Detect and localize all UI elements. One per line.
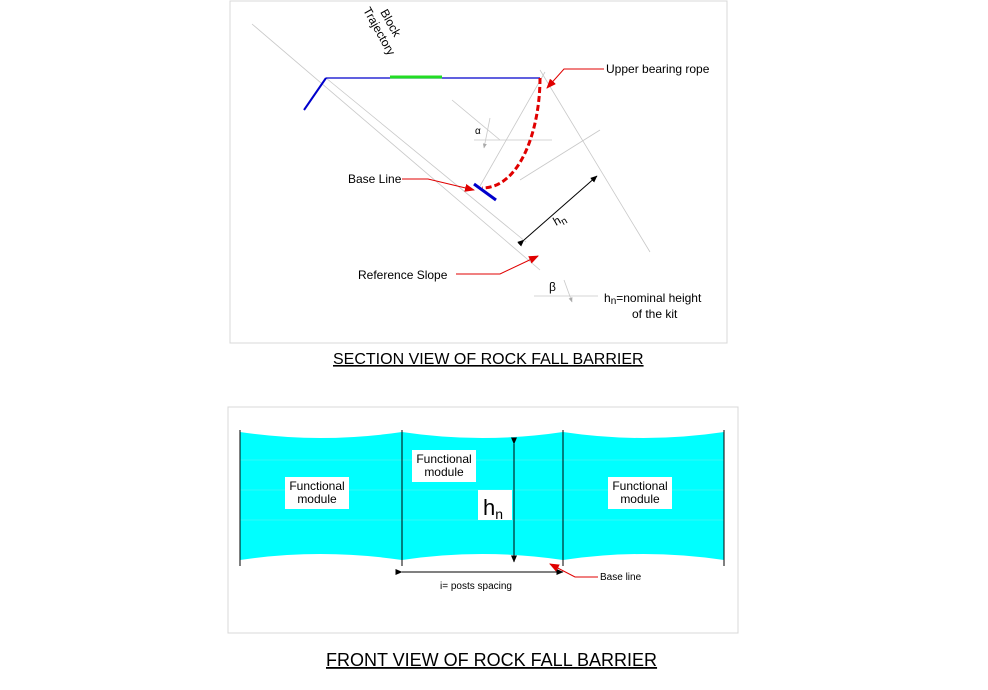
nominal-height-label: hn=nominal height bbox=[604, 291, 702, 307]
trajectory-guide-line bbox=[251, 23, 541, 271]
module-1-line1: Functional bbox=[289, 479, 344, 493]
base-line-label: Base Line bbox=[348, 172, 402, 186]
module-2-line1: Functional bbox=[416, 452, 471, 466]
hn-front-label: hn bbox=[483, 495, 503, 522]
section-view: Block Trajectory Upper bearing rope Base… bbox=[229, 0, 728, 368]
block-trajectory-line bbox=[451, 99, 501, 141]
front-view-title: FRONT VIEW OF ROCK FALL BARRIER bbox=[326, 650, 657, 670]
hn-extension-line bbox=[519, 129, 601, 181]
front-base-line-label: Base line bbox=[600, 572, 642, 583]
upper-rope-label: Upper bearing rope bbox=[606, 62, 710, 76]
section-view-title: SECTION VIEW OF ROCK FALL BARRIER bbox=[333, 351, 644, 368]
posts-spacing-label: i= posts spacing bbox=[440, 581, 512, 592]
module-3-line2: module bbox=[620, 492, 660, 506]
beta-arc bbox=[563, 279, 573, 303]
base-line-marker bbox=[473, 182, 497, 202]
upper-bearing-rope-curve bbox=[481, 77, 542, 190]
hn-dimension-line bbox=[517, 175, 598, 247]
section-view-frame bbox=[229, 0, 728, 344]
reference-slope-label: Reference Slope bbox=[358, 268, 448, 282]
base-line-leader bbox=[402, 178, 475, 192]
nominal-height-label-2: of the kit bbox=[632, 307, 678, 321]
module-2-line2: module bbox=[424, 465, 464, 479]
module-label-box-2 bbox=[412, 450, 476, 482]
reference-slope-leader bbox=[456, 255, 539, 275]
module-label-box-1 bbox=[285, 477, 349, 509]
front-base-line-leader bbox=[549, 563, 598, 578]
slope-edge bbox=[303, 77, 327, 111]
upper-post-guide-line bbox=[539, 69, 651, 253]
alpha-label: α bbox=[475, 126, 481, 137]
module-1-line2: module bbox=[297, 492, 337, 506]
hn-label-box bbox=[478, 490, 512, 520]
beta-label: β bbox=[549, 280, 556, 294]
module-label-box-3 bbox=[608, 477, 672, 509]
module-3-line1: Functional bbox=[612, 479, 667, 493]
post-line bbox=[479, 71, 546, 187]
alpha-arc bbox=[482, 117, 491, 149]
reference-slope-line bbox=[325, 77, 527, 243]
front-view: Functional module Functional module Func… bbox=[227, 406, 739, 670]
upper-rope-leader bbox=[546, 68, 604, 89]
